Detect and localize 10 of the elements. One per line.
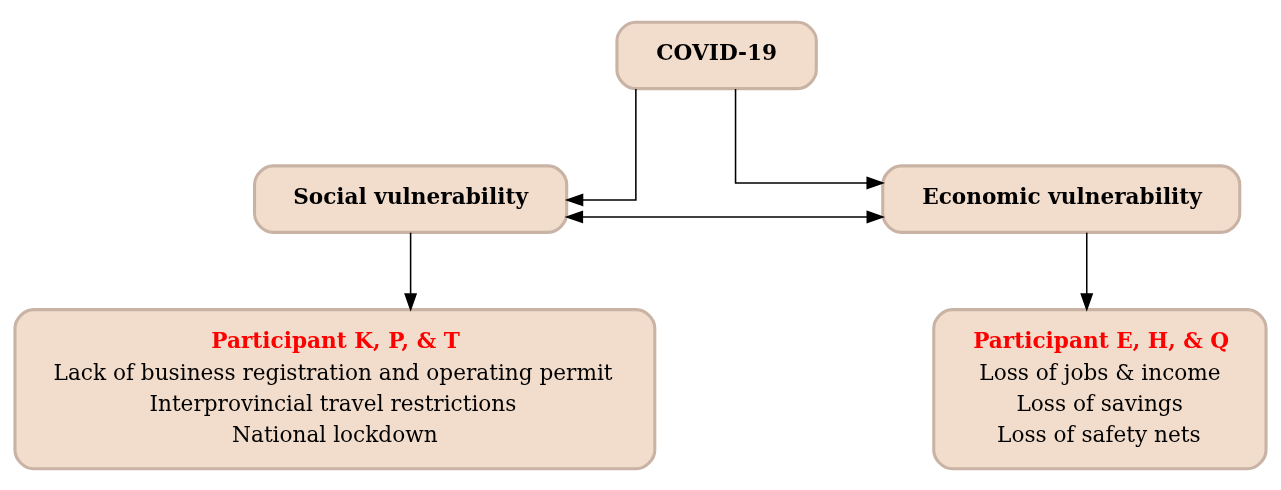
node-box: COVID-19 [615,20,818,90]
node-box: Social vulnerability [252,163,569,234]
arrow [564,87,637,206]
arrow [564,209,886,223]
node-box: Economic vulnerability [881,163,1242,234]
arrow [404,231,418,312]
node-box: Participant K, P, & T Lack of business registration and operating permit Interprovincial travel restrictions National lockdown [13,307,657,470]
arrow [734,87,885,189]
node-box: Participant E, H, & Q Loss of jobs & income Loss of savings Loss of safety nets [932,307,1268,470]
arrow [1080,231,1094,312]
